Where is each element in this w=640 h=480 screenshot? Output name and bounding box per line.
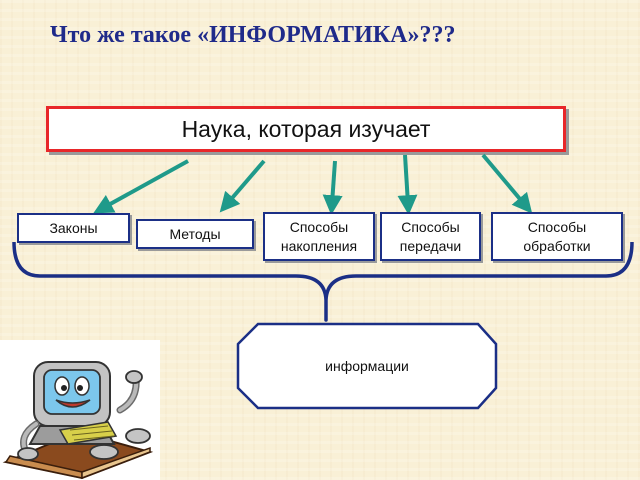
- arrow-to-laws: [93, 159, 189, 214]
- grouping-brace: [12, 241, 634, 322]
- arrow-to-transmission: [397, 154, 418, 216]
- node-laws-label: Законы: [49, 219, 98, 236]
- node-methods-label: Методы: [169, 225, 221, 242]
- info-box-label: информации: [325, 358, 409, 374]
- main-concept-box: Наука, которая изучает: [46, 106, 566, 152]
- info-box: информации: [238, 324, 496, 408]
- node-processing-label: Способы обработки: [523, 219, 591, 254]
- arrow-to-methods: [219, 159, 266, 213]
- node-accumulation: Способы накопления: [263, 212, 375, 261]
- main-concept-label: Наука, которая изучает: [181, 115, 431, 142]
- node-methods: Методы: [136, 219, 254, 249]
- node-transmission: Способы передачи: [380, 212, 481, 261]
- node-laws: Законы: [17, 213, 130, 243]
- info-box-shape: [236, 322, 498, 410]
- node-processing: Способы обработки: [491, 212, 623, 261]
- arrow-to-processing: [481, 153, 533, 214]
- page-title: Что же такое «ИНФОРМАТИКА»???: [50, 22, 456, 48]
- arrow-to-accumulation: [322, 160, 343, 216]
- node-transmission-label: Способы передачи: [399, 219, 462, 254]
- node-accumulation-label: Способы накопления: [280, 219, 358, 254]
- computer-mascot-icon: [0, 340, 160, 480]
